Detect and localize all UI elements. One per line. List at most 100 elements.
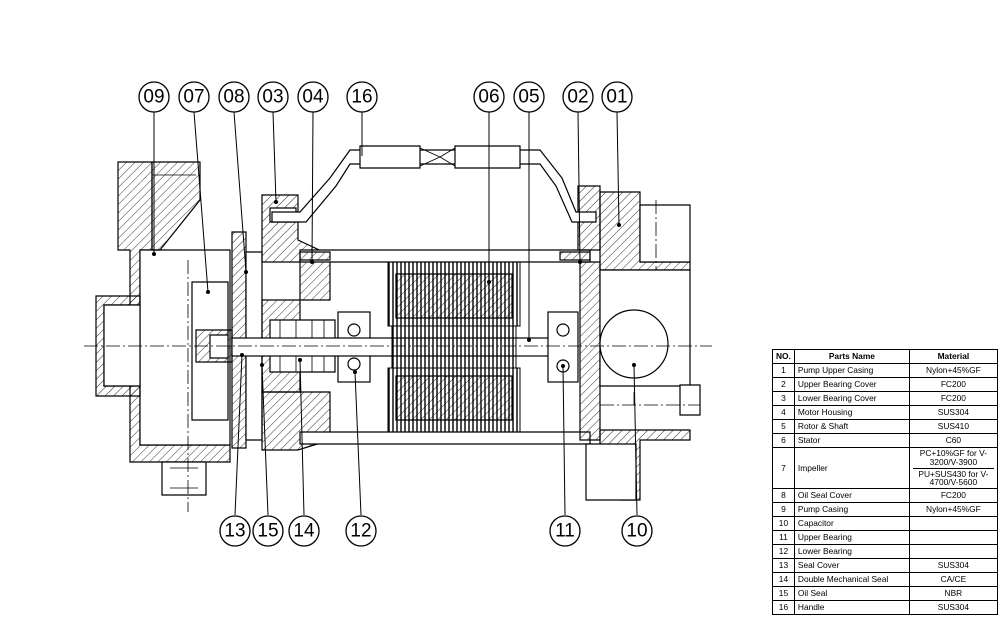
row-material (908, 516, 998, 532)
row-no: 12 (772, 544, 795, 560)
callout-13-label: 13 (224, 521, 245, 542)
row-material: SUS304 (908, 600, 998, 616)
row-part-name: Upper Bearing Cover (793, 377, 910, 392)
callout-14: 14 (288, 515, 320, 547)
upper-bearing-cover (577, 185, 601, 441)
callout-10-label: 10 (626, 521, 647, 542)
callout-09: 09 (138, 81, 170, 113)
table-row: 7 Impeller PC+10%GF for V-3200/V-3900 PU… (772, 446, 998, 490)
callout-12-label: 12 (350, 521, 371, 542)
row-no: 9 (772, 502, 795, 518)
callout-13: 13 (219, 515, 251, 547)
row-material: NBR (908, 586, 998, 602)
callout-06-label: 06 (478, 87, 499, 108)
row-part-name: Seal Cover (793, 558, 910, 574)
callout-02: 02 (562, 81, 594, 113)
row-no: 1 (772, 363, 795, 378)
inlet-port (95, 295, 141, 397)
callout-11-label: 11 (555, 521, 575, 542)
row-part-name: Upper Bearing (793, 530, 910, 546)
row-no: 14 (772, 572, 795, 588)
row-no: 3 (772, 391, 795, 406)
impeller (191, 281, 233, 421)
rotor-and-shaft (231, 325, 553, 369)
callout-01-label: 01 (606, 87, 627, 108)
pump-upper-casing (585, 191, 701, 501)
row-no: 7 (772, 446, 795, 490)
callout-04-label: 04 (302, 87, 324, 108)
row-material: Nylon+45%GF (908, 363, 998, 378)
row-no: 4 (772, 405, 795, 420)
row-no: 13 (772, 558, 795, 574)
row-part-name: Capacitor (793, 516, 910, 532)
drain-port (161, 461, 207, 496)
row-material: FC200 (908, 377, 998, 392)
row-part-name: Oil Seal Cover (793, 488, 910, 504)
callout-16: 16 (346, 81, 378, 113)
stator (387, 261, 521, 433)
row-material (908, 530, 998, 546)
callout-08: 08 (218, 81, 250, 113)
row-part-name: Pump Upper Casing (793, 363, 910, 378)
motor-housing (299, 249, 591, 445)
callout-12: 12 (345, 515, 377, 547)
row-no: 6 (772, 433, 795, 448)
callout-16-label: 16 (351, 87, 372, 108)
row-part-name: Lower Bearing Cover (793, 391, 910, 406)
row-part-name: Motor Housing (793, 405, 910, 420)
callout-05-label: 05 (518, 87, 539, 108)
row-material: SUS410 (908, 419, 998, 434)
callout-02-label: 02 (567, 87, 588, 108)
callout-06: 06 (473, 81, 505, 113)
row-material: FC200 (908, 488, 998, 504)
row-material: SUS304 (908, 405, 998, 420)
row-no: 11 (772, 530, 795, 546)
row-part-name: Handle (793, 600, 910, 616)
row-part-name: Lower Bearing (793, 544, 910, 560)
header-material: Material (908, 349, 998, 364)
leader-lines (152, 111, 638, 516)
callout-04: 04 (297, 81, 329, 113)
header-no: NO. (772, 349, 795, 364)
row-material-option: PC+10%GF for V-3200/V-3900 (919, 448, 988, 467)
callout-14-label: 14 (293, 521, 315, 542)
row-part-name: Oil Seal (793, 586, 910, 602)
header-parts-name: Parts Name (793, 349, 910, 364)
row-material: CA/CE (908, 572, 998, 588)
row-material: PC+10%GF for V-3200/V-3900 PU+SUS430 for… (908, 446, 998, 490)
row-material: Nylon+45%GF (908, 502, 998, 518)
callout-03-label: 03 (262, 87, 283, 108)
callout-05: 05 (513, 81, 545, 113)
parts-table-header-row: NO. Parts Name Material (772, 349, 998, 364)
row-no: 15 (772, 586, 795, 602)
row-part-name: Rotor & Shaft (793, 419, 910, 434)
row-material: C60 (908, 433, 998, 448)
row-part-name: Pump Casing (793, 502, 910, 518)
callout-15-label: 15 (257, 521, 278, 542)
row-part-name: Impeller (793, 446, 910, 490)
row-no: 10 (772, 516, 795, 532)
callout-07: 07 (178, 81, 210, 113)
callout-10: 10 (621, 515, 653, 547)
row-no: 5 (772, 419, 795, 434)
row-material: FC200 (908, 391, 998, 406)
row-no: 2 (772, 377, 795, 392)
row-material (908, 544, 998, 560)
row-part-name: Stator (793, 433, 910, 448)
callout-03: 03 (257, 81, 289, 113)
callout-01: 01 (601, 81, 633, 113)
